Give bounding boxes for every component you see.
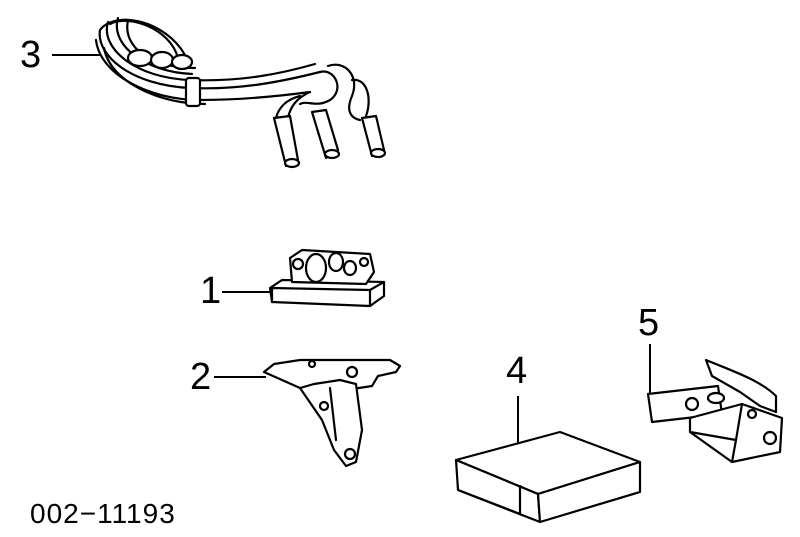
control-module (454, 430, 642, 524)
callout-1: 1 (200, 270, 222, 312)
coil-bracket (262, 358, 402, 468)
module-bracket (646, 358, 784, 464)
callout-2: 2 (190, 356, 212, 398)
callout-4: 4 (506, 350, 528, 392)
spark-plug-wires (94, 16, 387, 169)
callout-3: 3 (20, 34, 42, 76)
ignition-coil-pack (268, 248, 386, 308)
reference-code: 002−11193 (30, 498, 176, 529)
callout-5: 5 (638, 302, 660, 344)
